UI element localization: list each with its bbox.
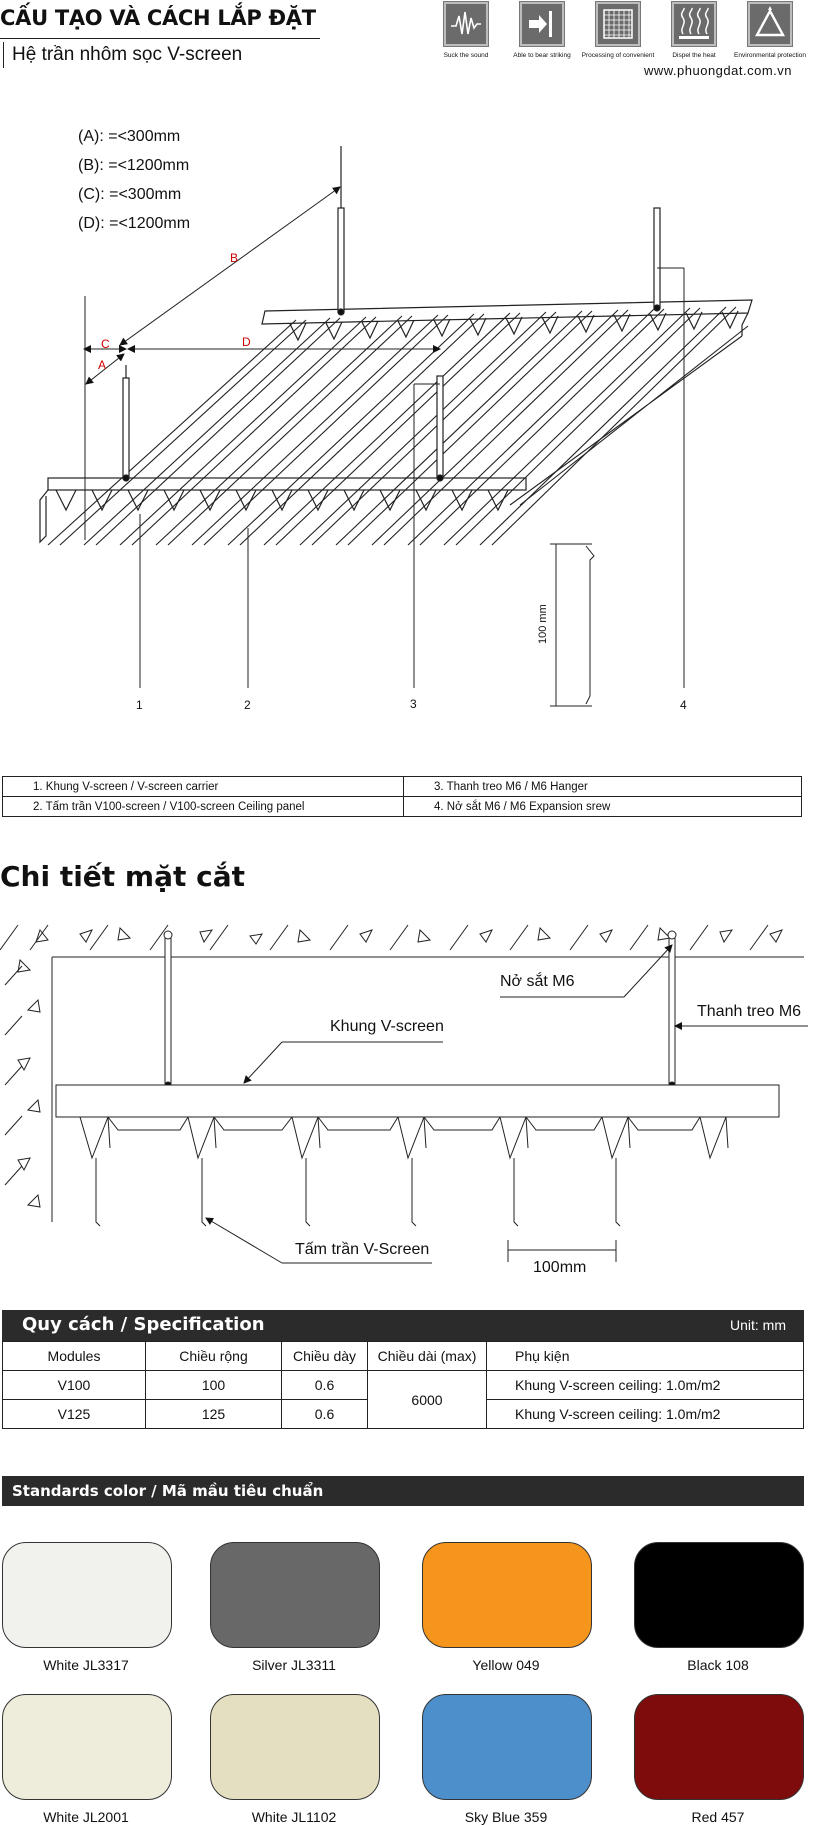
- cross-section-diagram: Nở sắt M6 Thanh treo M6 Khung V-screen T…: [0, 924, 808, 1276]
- front-carrier: [39, 477, 527, 544]
- color-name: White JL1102: [251, 1809, 337, 1825]
- label-pitch: 100mm: [533, 1259, 586, 1276]
- feature-heat: Dispel the heat: [657, 2, 731, 59]
- color-swatch: [210, 1694, 380, 1800]
- cell-width: 100: [145, 1370, 282, 1400]
- spec-col-modules: Modules: [2, 1341, 146, 1371]
- spec-col-width: Chiều rộng: [145, 1341, 282, 1371]
- callout-1: 1: [136, 698, 143, 712]
- callout-leaders: [139, 267, 685, 688]
- parts-legend: 1. Khung V-screen / V-screen carrier 3. …: [2, 776, 802, 817]
- dimension-lines: [83, 186, 441, 540]
- color-name: Red 457: [691, 1809, 745, 1825]
- section-hangers: [163, 930, 677, 1089]
- color-swatch: [422, 1694, 592, 1800]
- cell-module: V100: [2, 1370, 146, 1400]
- spec-unit: Unit: mm: [730, 1317, 786, 1333]
- dimension-a: (A): =<300mm: [78, 128, 181, 145]
- feature-label: Suck the sound: [443, 52, 489, 59]
- recycle-icon: [748, 2, 792, 46]
- label-anchor: Nở sắt M6: [500, 971, 575, 990]
- label-panel: Tấm trần V-Screen: [295, 1241, 429, 1258]
- dim-letter-b: B: [230, 251, 238, 265]
- callout-2: 2: [244, 698, 251, 712]
- section-leaders: [205, 944, 808, 1264]
- dim-letter-c: C: [101, 337, 110, 351]
- impact-arrow-icon: [520, 2, 564, 46]
- dimension-b: (B): =<1200mm: [78, 157, 190, 174]
- back-carrier: [261, 299, 753, 336]
- callout-3: 3: [410, 697, 417, 711]
- concrete-slab: [0, 924, 804, 1222]
- feature-label: Environmental protection: [734, 52, 806, 59]
- label-carrier: Khung V-screen: [330, 1018, 444, 1035]
- section-title: Chi tiết mặt cắt: [0, 860, 246, 893]
- color-swatch: [634, 1542, 804, 1648]
- page-subtitle: Hệ trần nhôm sọc V-screen: [12, 44, 243, 65]
- color-swatch: [634, 1694, 804, 1800]
- ceiling-panels: [47, 306, 749, 546]
- cell-thickness: 0.6: [281, 1399, 368, 1429]
- feature-striking: Able to bear striking: [505, 2, 579, 59]
- color-swatch: [2, 1542, 172, 1648]
- feature-processing: Processing of convenient: [581, 2, 655, 59]
- cell-module: V125: [2, 1399, 146, 1429]
- color-swatch: [2, 1694, 172, 1800]
- color-name: Black 108: [687, 1657, 749, 1673]
- callout-4: 4: [680, 698, 687, 712]
- color-name: Sky Blue 359: [464, 1809, 548, 1825]
- feature-environment: Environmental protection: [733, 2, 807, 59]
- feature-label: Dispel the heat: [672, 52, 716, 59]
- front-v-teeth: [55, 489, 509, 512]
- page-title: CẤU TẠO VÀ CÁCH LẮP ĐẶT: [0, 6, 316, 30]
- feature-label: Able to bear striking: [513, 52, 571, 59]
- title-divider: [0, 38, 320, 39]
- installation-diagram: A B C D 1 2 3 4 100 mm: [39, 146, 753, 712]
- feature-sound: Suck the sound: [429, 2, 503, 59]
- spec-title: Quy cách / Specification: [22, 1314, 265, 1335]
- spec-table: Modules Chiều rộng Chiều dày Chiều dài (…: [2, 1341, 804, 1429]
- legend-item-4: 4. Nở sắt M6 / M6 Expansion srew: [403, 796, 802, 817]
- color-name: Silver JL3311: [252, 1657, 336, 1673]
- section-carrier: [55, 1084, 780, 1118]
- grid-icon: [596, 2, 640, 46]
- dim-letter-d: D: [242, 335, 251, 349]
- cell-width: 125: [145, 1399, 282, 1429]
- color-swatch: [422, 1542, 592, 1648]
- colors-title: Standards color / Mã mầu tiêu chuẩn: [12, 1482, 324, 1500]
- cell-length: 6000: [367, 1370, 487, 1429]
- heat-waves-icon: [672, 2, 716, 46]
- spec-col-length: Chiều dài (max): [367, 1341, 487, 1371]
- section-panels: [79, 1116, 729, 1227]
- cell-accessory: Khung V-screen ceiling: 1.0m/m2: [486, 1399, 804, 1429]
- spec-col-accessory: Phụ kiện: [486, 1341, 804, 1371]
- table-row: V100 100 0.6 6000 Khung V-screen ceiling…: [2, 1370, 804, 1429]
- color-name: Yellow 049: [472, 1657, 540, 1673]
- website-url: www.phuongdat.com.vn: [643, 63, 792, 78]
- height-label: 100 mm: [537, 604, 549, 644]
- color-name: White JL2001: [43, 1809, 129, 1825]
- legend-item-1: 1. Khung V-screen / V-screen carrier: [2, 776, 404, 797]
- sound-wave-icon: [444, 2, 488, 46]
- color-swatch: [210, 1542, 380, 1648]
- cell-accessory: Khung V-screen ceiling: 1.0m/m2: [486, 1370, 804, 1400]
- legend-item-2: 2. Tấm trần V100-screen / V100-screen Ce…: [2, 796, 404, 817]
- label-hanger: Thanh treo M6: [697, 1003, 801, 1020]
- dim-letter-a: A: [98, 358, 106, 372]
- panel-profile: [550, 543, 595, 707]
- spec-col-thickness: Chiều dày: [281, 1341, 368, 1371]
- table-row: V125 125 0.6 Khung V-screen ceiling: 1.0…: [2, 1399, 804, 1429]
- subtitle-bar: [3, 42, 4, 68]
- colors-header: Standards color / Mã mầu tiêu chuẩn: [2, 1476, 804, 1506]
- color-name: White JL3317: [43, 1657, 129, 1673]
- cell-thickness: 0.6: [281, 1370, 368, 1400]
- legend-item-3: 3. Thanh treo M6 / M6 Hanger: [403, 776, 802, 797]
- feature-label: Processing of convenient: [581, 52, 655, 59]
- spec-header: Quy cách / Specification Unit: mm: [2, 1310, 804, 1341]
